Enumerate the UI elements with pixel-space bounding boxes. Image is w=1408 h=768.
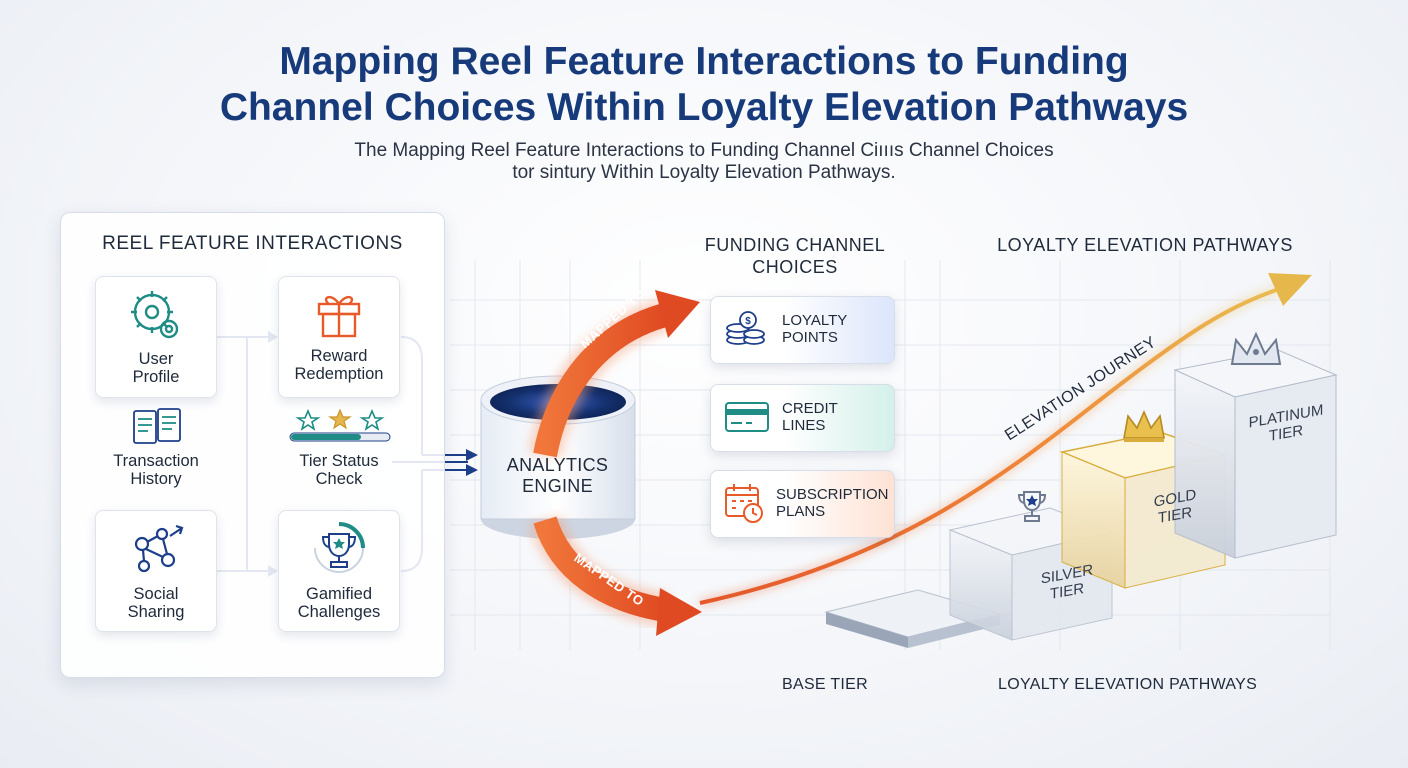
- page-title-line-2: Channel Choices Within Loyalty Elevation…: [219, 86, 1189, 129]
- funding-card-subscription-plans[interactable]: [710, 470, 895, 538]
- coins-icon: $: [726, 311, 765, 345]
- feature-card-social-sharing[interactable]: [95, 510, 217, 632]
- tier-label-base: BASE TIER: [782, 676, 868, 693]
- gift-icon: [317, 295, 361, 338]
- reel-feature-title: REEL FEATURE INTERACTIONS: [102, 233, 403, 254]
- silver-trophy-icon: [1017, 491, 1047, 522]
- platinum-crown-icon: [1230, 331, 1282, 365]
- loyalty-pathways-bottom-label: LOYALTY ELEVATION PATHWAYS: [998, 676, 1258, 693]
- calendar-icon: [725, 484, 763, 523]
- elevation-journey-arrow: [699, 273, 1312, 606]
- credit-card-icon: [725, 402, 769, 432]
- trophy-icon: [314, 522, 365, 574]
- subtitle-line-2: tor sintury Within Loyalty Elevation Pat…: [512, 162, 896, 183]
- network-share-icon: [134, 524, 184, 573]
- mapped-to-arrows: [528, 290, 702, 636]
- documents-icon: [133, 408, 181, 444]
- platinum-tier-block: [1173, 349, 1338, 559]
- stars-progress-icon: [289, 408, 391, 442]
- subtitle-line-1: The Mapping Reel Feature Interactions to…: [354, 140, 1054, 161]
- page-title-line-1: Mapping Reel Feature Interactions to Fun…: [279, 40, 1129, 83]
- gears-icon: [131, 291, 179, 339]
- svg-text:$: $: [745, 316, 751, 327]
- gold-crown-icon: [1123, 410, 1165, 442]
- loyalty-pathways-title: LOYALTY ELEVATION PATHWAYS: [997, 235, 1293, 255]
